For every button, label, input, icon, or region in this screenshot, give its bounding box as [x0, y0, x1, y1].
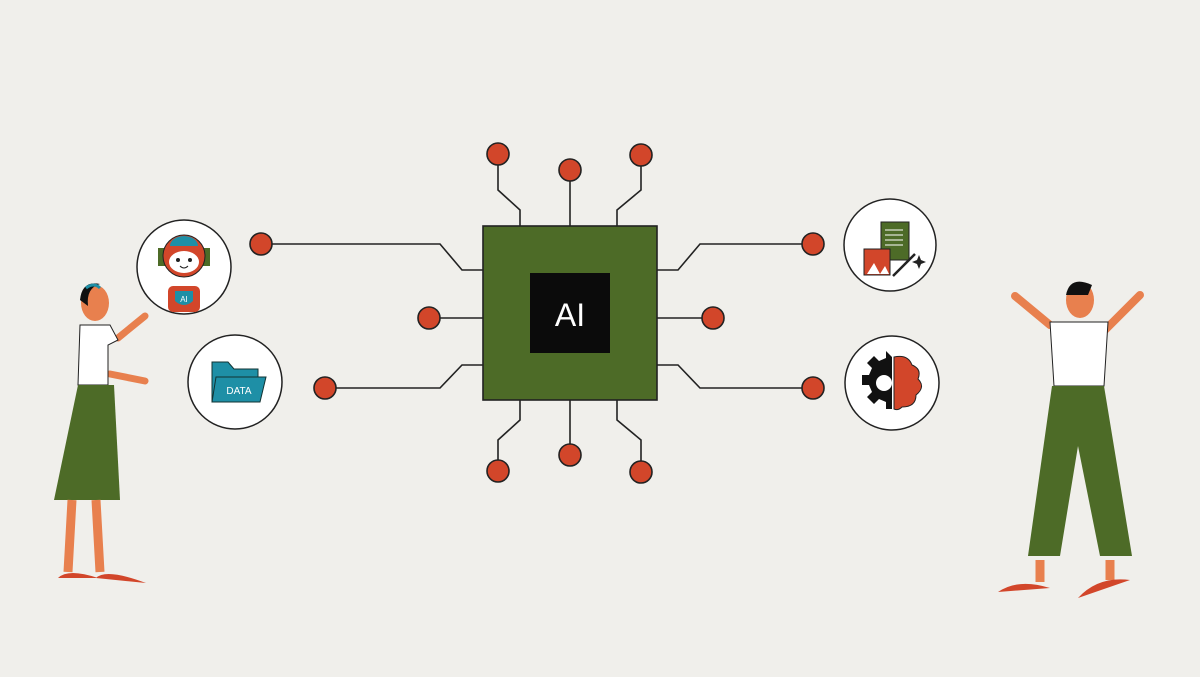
node-dot: [417, 306, 441, 330]
gear-brain-icon: [844, 335, 940, 431]
node-dot: [249, 232, 273, 256]
node-dot: [313, 376, 337, 400]
generative-media-icon: [843, 198, 937, 292]
node-dot: [629, 460, 653, 484]
node-dot: [629, 143, 653, 167]
folder-label: DATA: [226, 386, 252, 397]
node-dot: [558, 443, 582, 467]
chip-label: AI: [555, 297, 585, 333]
robot-badge-label: AI: [180, 295, 188, 304]
node-dot: [701, 306, 725, 330]
node-dot: [486, 459, 510, 483]
node-dot: [486, 142, 510, 166]
robot-icon: AI: [136, 219, 232, 315]
node-dot: [801, 232, 825, 256]
node-dot: [801, 376, 825, 400]
node-dot: [558, 158, 582, 182]
woman-figure: [54, 283, 149, 583]
data-folder-icon: DATA: [187, 334, 283, 430]
ai-chip: AI: [482, 225, 658, 401]
circuit-nodes: [249, 142, 825, 484]
man-figure: [998, 281, 1144, 598]
chip-core: [530, 273, 610, 353]
